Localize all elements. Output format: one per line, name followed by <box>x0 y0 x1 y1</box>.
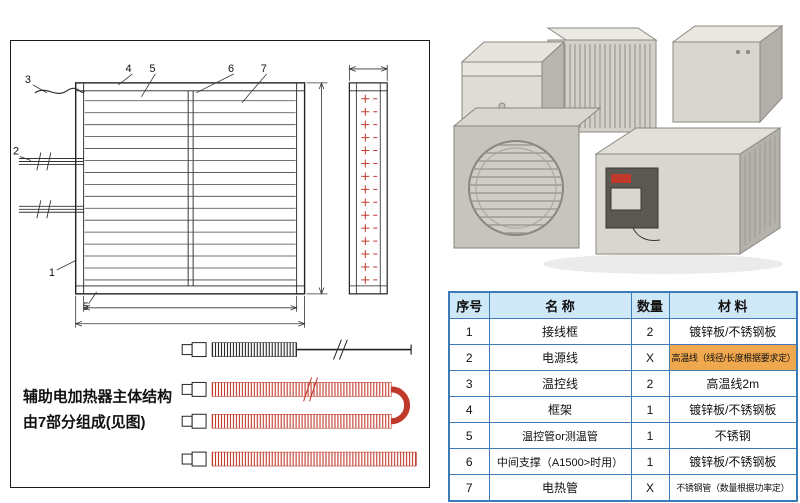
caption-line-1: 辅助电加热器主体结构 <box>23 387 172 405</box>
table-row: 2 电源线 X 高温线（线径/长度根据要求定） <box>448 344 798 371</box>
cell-qty: 1 <box>630 448 670 475</box>
cell-name: 中间支撑（A1500>时用） <box>488 448 632 475</box>
cell-no: 3 <box>448 370 490 397</box>
callout-1: 1 <box>49 267 55 279</box>
cell-material: 镀锌板/不锈钢板 <box>668 448 798 475</box>
table-row: 5 温控管or测温管 1 不锈钢 <box>448 422 798 449</box>
heater-structure-drawing: 4 5 6 7 3 2 1 5 <box>10 40 430 488</box>
product-photo <box>448 6 796 286</box>
cell-qty: 2 <box>630 370 670 397</box>
cell-no: 1 <box>448 318 490 345</box>
heating-element-straight-red <box>181 451 417 467</box>
table-row: 4 框架 1 镀锌板/不锈钢板 <box>448 396 798 423</box>
heating-element-rows <box>84 100 296 281</box>
caption-line-2: 由7部分组成(见图) <box>23 413 146 431</box>
cell-qty: 1 <box>630 396 670 423</box>
header-no: 序号 <box>448 291 490 319</box>
heater-box-finned <box>546 27 658 133</box>
cell-material: 不锈钢 <box>668 422 798 449</box>
red-label <box>611 174 631 183</box>
heater-box-plain <box>671 25 784 124</box>
cell-no: 5 <box>448 422 490 449</box>
table-row: 1 接线框 2 镀锌板/不锈钢板 <box>448 318 798 345</box>
cell-name: 电源线 <box>488 344 632 371</box>
dimension-lines <box>76 64 388 328</box>
heating-element-straight-black <box>181 339 412 360</box>
parts-table: 序号 名 称 数量 材 料 1 接线框 2 镀锌板/不锈钢板 2 电源线 X 高… <box>448 291 798 502</box>
cell-qty: X <box>630 344 670 371</box>
cell-name: 温控线 <box>488 370 632 397</box>
heating-element-u-red <box>181 377 411 429</box>
element-cross-sections <box>361 94 378 284</box>
heater-front-view <box>74 82 306 295</box>
cell-name: 电热管 <box>488 474 632 502</box>
table-row: 6 中间支撑（A1500>时用） 1 镀锌板/不锈钢板 <box>448 448 798 475</box>
heater-drawing-svg: 4 5 6 7 3 2 1 5 <box>13 63 417 467</box>
cell-material: 镀锌板/不锈钢板 <box>668 396 798 423</box>
cell-material: 高温线2m <box>668 370 798 397</box>
header-material: 材 料 <box>668 291 798 319</box>
cell-no: 7 <box>448 474 490 502</box>
heater-box-terminal <box>594 127 782 255</box>
wires <box>632 227 661 241</box>
power-cables <box>18 152 84 219</box>
cell-no: 4 <box>448 396 490 423</box>
cell-name: 框架 <box>488 396 632 423</box>
cell-material-highlighted: 高温线（线径/长度根据要求定） <box>668 344 798 371</box>
drawing-caption: 辅助电加热器主体结构 由7部分组成(见图) <box>23 387 172 431</box>
table-header-row: 序号 名 称 数量 材 料 <box>448 291 798 319</box>
heater-box-round-duct <box>452 107 602 249</box>
cell-no: 2 <box>448 344 490 371</box>
shadow <box>543 254 783 274</box>
cell-qty: 1 <box>630 422 670 449</box>
cell-material: 镀锌板/不锈钢板 <box>668 318 798 345</box>
callout-6: 6 <box>228 63 234 75</box>
temp-control-cable <box>34 87 86 94</box>
table-row: 3 温控线 2 高温线2m <box>448 370 798 397</box>
cell-no: 6 <box>448 448 490 475</box>
callout-4: 4 <box>125 63 131 75</box>
table-row: 7 电热管 X 不锈钢管（数量根据功率定） <box>448 474 798 502</box>
cell-qty: 2 <box>630 318 670 345</box>
tubular-heating-elements <box>181 339 417 467</box>
header-qty: 数量 <box>630 291 670 319</box>
header-name: 名 称 <box>488 291 632 319</box>
callout-5: 5 <box>149 63 155 75</box>
heater-side-view <box>348 82 388 295</box>
callout-7: 7 <box>261 63 267 75</box>
cell-material: 不锈钢管（数量根据功率定） <box>668 474 798 502</box>
cell-qty: X <box>630 474 670 502</box>
cell-name: 温控管or测温管 <box>488 422 632 449</box>
callout-leaders <box>19 73 268 305</box>
product-photo-svg <box>452 25 784 274</box>
callout-2: 2 <box>13 146 19 158</box>
cell-name: 接线框 <box>488 318 632 345</box>
callout-3: 3 <box>25 74 31 86</box>
